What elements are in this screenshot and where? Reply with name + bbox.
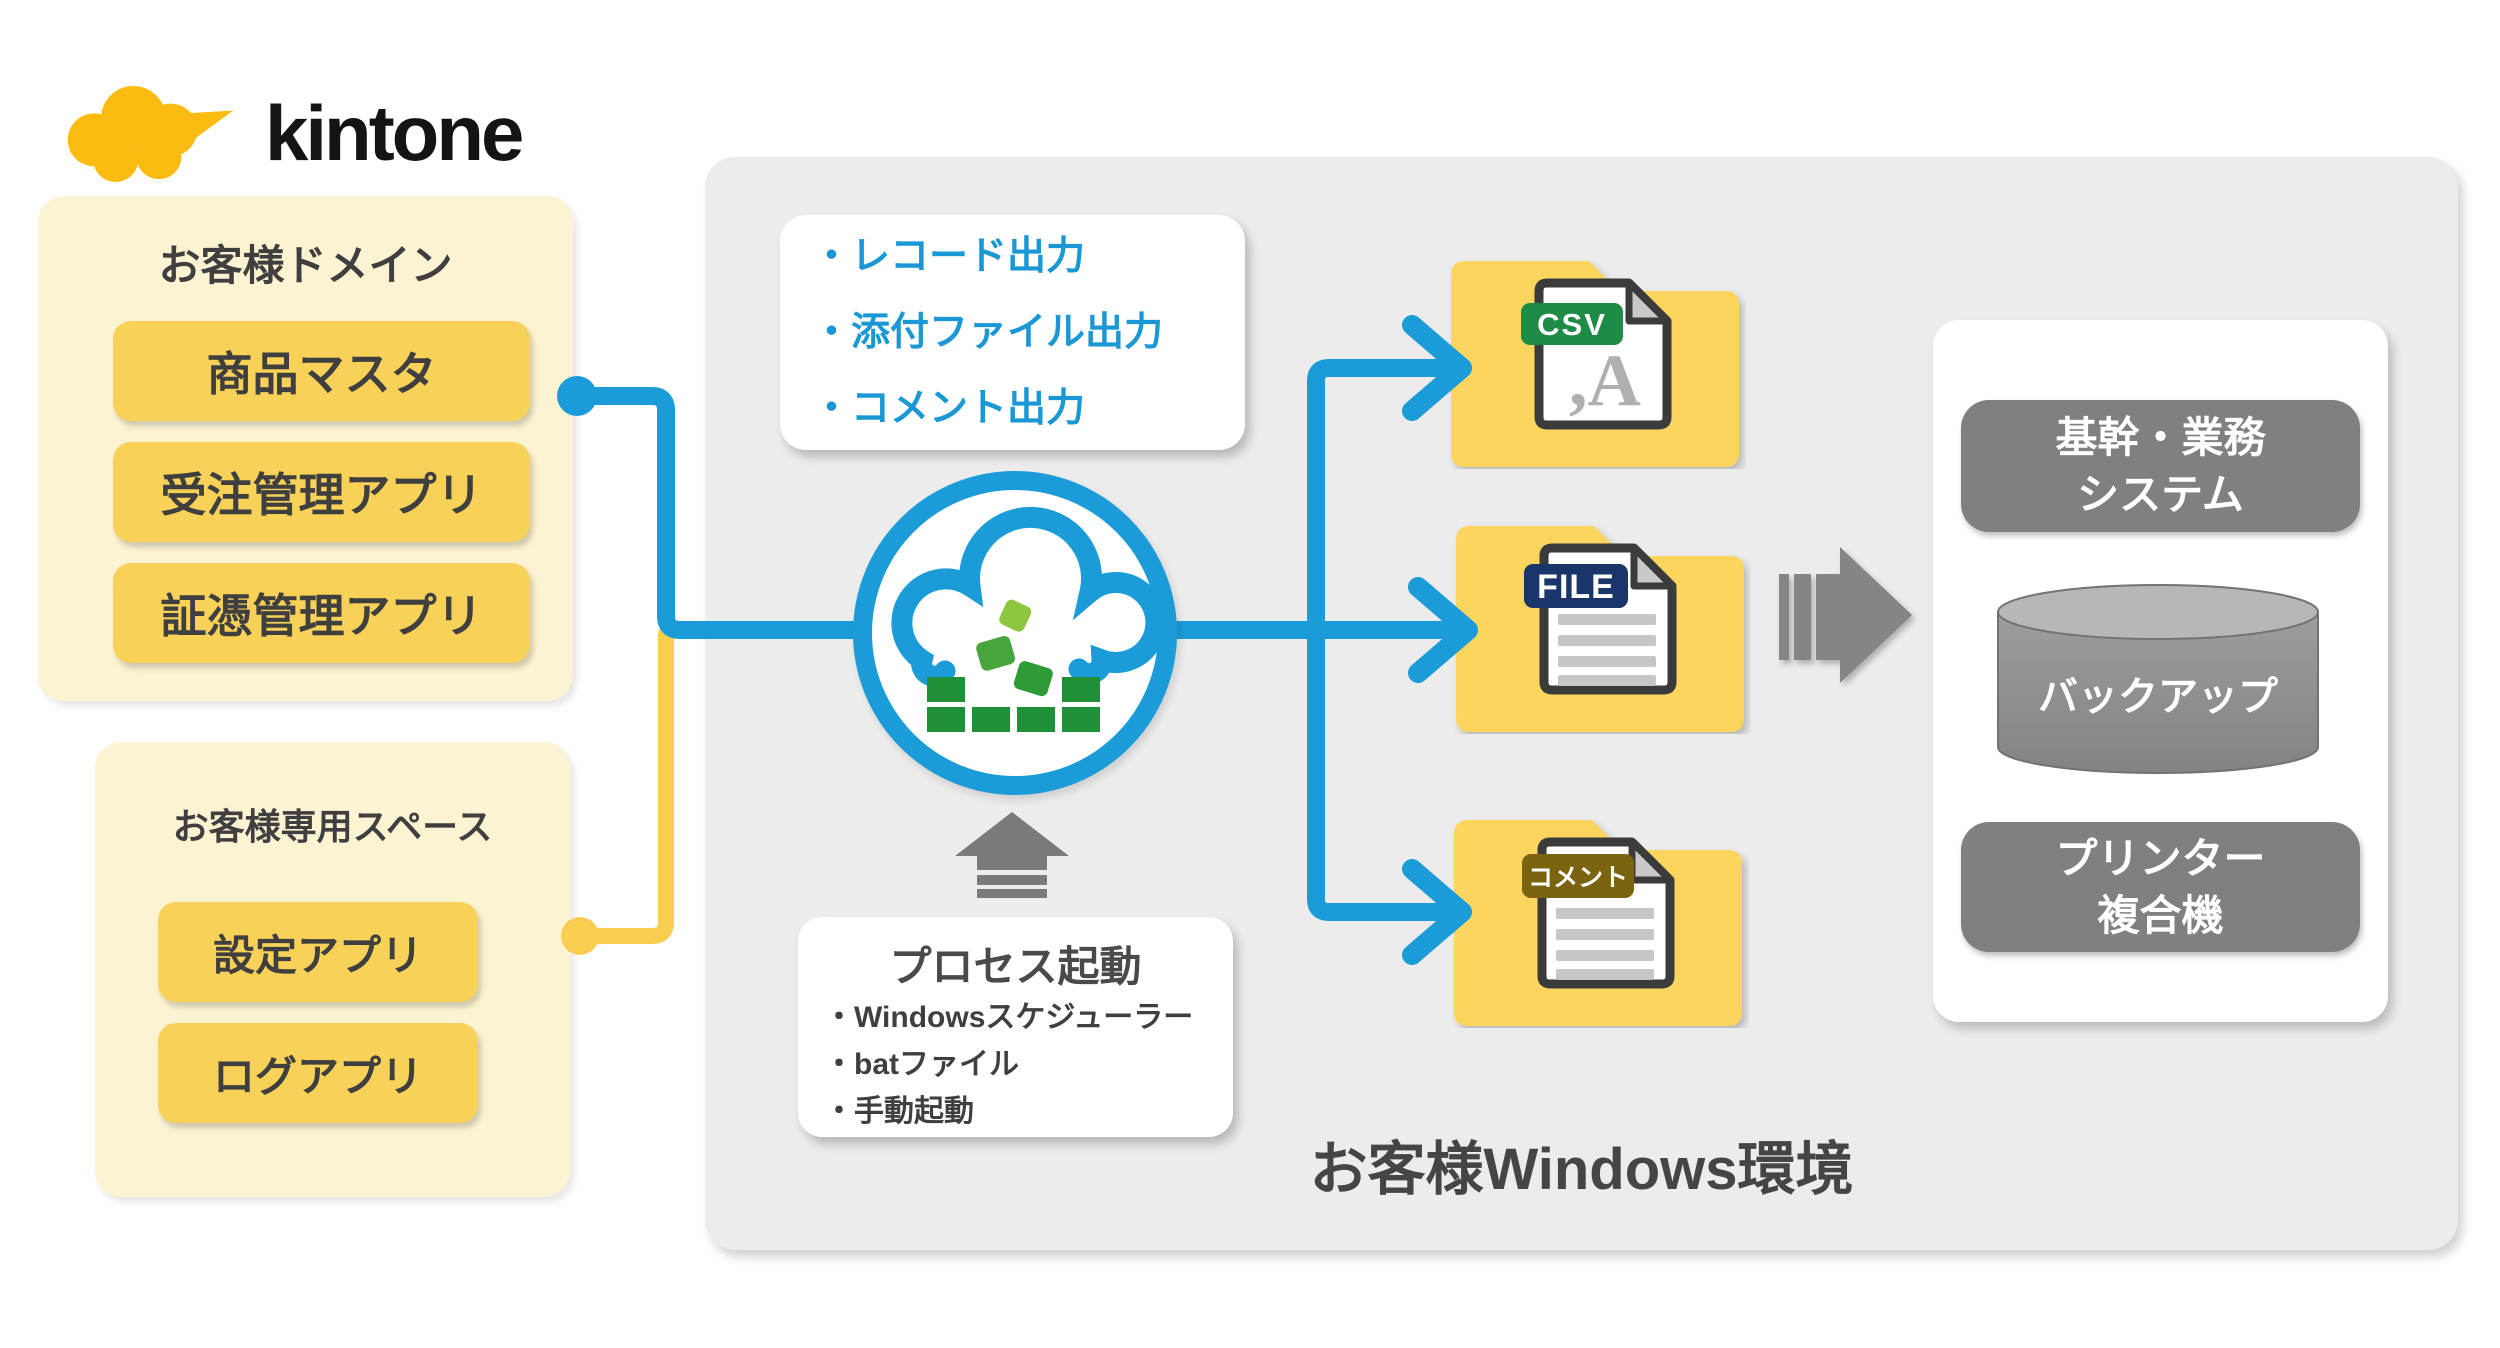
folder-csv-graphic: ,A CSV bbox=[1451, 261, 1739, 467]
cloud-outline bbox=[891, 506, 1167, 687]
kintone-cloud-icon bbox=[67, 85, 234, 182]
folder-file-graphic: FILE bbox=[1456, 526, 1744, 732]
comment-document-icon: コメント bbox=[1522, 837, 1675, 989]
app-label: 受注管理アプリ bbox=[160, 469, 483, 521]
process-launch-title: プロセス起動 bbox=[889, 943, 1142, 990]
environment-label: お客様Windows環境 bbox=[1309, 1137, 1854, 1202]
customer-domain-panel: お客様ドメイン 商品マスタ 受注管理アプリ 証憑管理アプリ bbox=[38, 196, 573, 701]
app-label: 設定アプリ bbox=[212, 931, 423, 979]
data-blocks bbox=[927, 599, 1100, 732]
folder-comment-graphic: コメント bbox=[1454, 820, 1742, 1026]
brand-name: kintone bbox=[265, 88, 524, 177]
comment-badge-label: コメント bbox=[1528, 864, 1628, 892]
document-fold-corner bbox=[1630, 544, 1676, 590]
process-item-manual: ・手動起動 bbox=[824, 1095, 974, 1128]
file-document-icon: FILE bbox=[1524, 543, 1677, 695]
output-item-comment: ・コメント出力 bbox=[812, 386, 1086, 430]
yellow-connector-line bbox=[572, 626, 674, 944]
system-label-line1: 基幹・業務 bbox=[2055, 414, 2266, 461]
core-business-system-box: 基幹・業務 システム bbox=[1961, 400, 2360, 532]
app-node-order-management: 受注管理アプリ bbox=[113, 442, 530, 542]
process-item-bat: ・batファイル bbox=[824, 1048, 1019, 1081]
customer-space-panel: お客様専用スペース 設定アプリ ログアプリ bbox=[95, 742, 570, 1197]
output-types-box: ・レコード出力 ・添付ファイル出力 ・コメント出力 bbox=[780, 215, 1245, 450]
process-item-scheduler: ・Windowsスケジューラー bbox=[824, 1001, 1194, 1034]
cylinder-body bbox=[1997, 611, 2319, 774]
kintone-logo: kintone bbox=[55, 78, 524, 188]
integration-hub-node bbox=[853, 471, 1177, 795]
output-item-record: ・レコード出力 bbox=[812, 234, 1086, 278]
folder-comment: コメント bbox=[1444, 788, 1749, 1028]
app-node-evidence-management: 証憑管理アプリ bbox=[113, 563, 530, 663]
comment-badge bbox=[1522, 854, 1634, 898]
app-node-settings: 設定アプリ bbox=[158, 902, 478, 1002]
document-text-lines bbox=[1558, 614, 1656, 686]
app-label: 証憑管理アプリ bbox=[160, 590, 483, 642]
document-text-lines bbox=[1556, 908, 1654, 980]
process-launch-box: プロセス起動 ・Windowsスケジューラー ・batファイル ・手動起動 bbox=[798, 917, 1233, 1137]
csv-document-icon: ,A CSV bbox=[1521, 278, 1672, 430]
app-label: 商品マスタ bbox=[206, 348, 437, 400]
backup-label: バックアップ bbox=[2038, 675, 2278, 719]
folder-file: FILE bbox=[1446, 494, 1751, 734]
printer-label-line2: 複合機 bbox=[2097, 892, 2224, 939]
backend-systems-panel: 基幹・業務 システム バックアップ プリンター 複合機 bbox=[1933, 320, 2388, 1022]
folder-csv: ,A CSV bbox=[1441, 229, 1746, 469]
csv-symbol: ,A bbox=[1569, 340, 1641, 422]
app-node-product-master: 商品マスタ bbox=[113, 321, 530, 421]
output-item-attachment: ・添付ファイル出力 bbox=[812, 310, 1164, 354]
cylinder-top bbox=[1997, 584, 2319, 640]
csv-badge-label: CSV bbox=[1537, 307, 1607, 342]
printer-label-line1: プリンター bbox=[2055, 835, 2266, 882]
file-badge-label: FILE bbox=[1537, 568, 1615, 606]
system-label-line2: システム bbox=[2077, 471, 2244, 518]
app-label: ログアプリ bbox=[212, 1052, 423, 1100]
file-badge bbox=[1524, 564, 1628, 608]
document-fold-corner bbox=[1625, 279, 1671, 325]
app-node-log: ログアプリ bbox=[158, 1023, 478, 1123]
csv-badge bbox=[1521, 303, 1623, 345]
customer-space-title: お客様専用スペース bbox=[172, 806, 493, 847]
printer-box: プリンター 複合機 bbox=[1961, 822, 2360, 952]
cloud-data-icon bbox=[891, 506, 1167, 732]
customer-domain-title: お客様ドメイン bbox=[158, 242, 453, 289]
backup-database-cylinder: バックアップ bbox=[1997, 584, 2319, 774]
